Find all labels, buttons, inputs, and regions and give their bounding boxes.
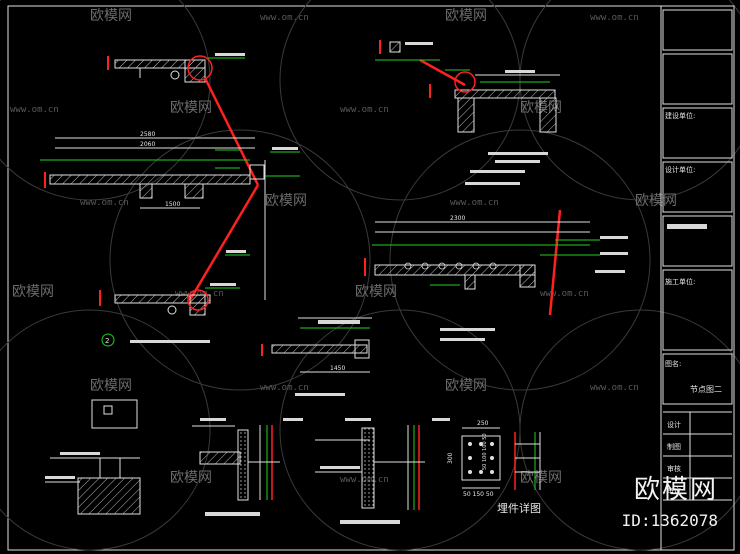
watermark-url: www.om.cn (340, 105, 389, 115)
detail-top-right (375, 40, 560, 185)
watermark-text: 欧模网 (445, 8, 487, 24)
watermark-text: 欧模网 (355, 284, 397, 300)
detail-lower-left: 2 (99, 283, 240, 347)
title-block (660, 5, 735, 551)
detail-embed-plate: 250 300 50 150 50 50 100 100 50 埋件详图 (447, 420, 541, 515)
watermark-url: www.om.cn (10, 105, 59, 115)
watermark-text: 欧模网 (90, 8, 132, 24)
dim-50-150-50: 50 150 50 (463, 491, 494, 498)
detail-top-left (107, 53, 245, 83)
detail-mid-left: 2580 2060 1500 (40, 131, 300, 300)
design-label: 设计 (667, 420, 681, 429)
watermark-text: 欧模网 (170, 470, 212, 486)
dim-250: 250 (477, 420, 489, 427)
watermark-url: www.om.cn (260, 383, 309, 393)
watermark-text: 欧模网 (90, 378, 132, 394)
design-unit-label: 设计单位: (665, 165, 695, 174)
dim-1500: 1500 (165, 201, 180, 208)
approval-label: 审定 (667, 486, 681, 495)
watermark-text: 欧模网 (445, 378, 487, 394)
drawing-name-label: 图名: (665, 359, 681, 368)
brand-id: ID:1362078 (621, 511, 718, 530)
detail-embed-title: 埋件详图 (497, 501, 541, 515)
dim-2580: 2580 (140, 131, 155, 138)
watermark-url: www.om.cn (260, 13, 309, 23)
dim-side: 50 100 100 50 (482, 433, 488, 470)
detail-bottom-center-two (315, 418, 450, 524)
watermark-url: www.om.cn (175, 289, 224, 299)
watermark-text: 欧模网 (265, 193, 307, 209)
drafting-label: 制图 (667, 442, 681, 451)
dim-2060: 2060 (140, 141, 155, 148)
watermark-text: 欧模网 (12, 284, 54, 300)
review-label: 审核 (667, 464, 681, 473)
watermark-text: 欧模网 (635, 193, 677, 209)
red-leaders (188, 58, 562, 316)
detail-bottom-center-one (192, 418, 303, 516)
builder-unit-label: 施工单位: (665, 277, 695, 286)
dim-1450: 1450 (330, 365, 345, 372)
detail-center: 1450 (261, 317, 372, 396)
watermark-url: www.om.cn (80, 198, 129, 208)
drawing-name: 节点图二 (690, 385, 722, 394)
dim-300: 300 (447, 452, 454, 464)
watermark-texts: 欧模网 欧模网 欧模网 欧模网 欧模网 欧模网 欧模网 欧模网 欧模网 欧模网 … (10, 8, 677, 486)
watermark-url: www.om.cn (590, 383, 639, 393)
dim-2300: 2300 (450, 215, 465, 222)
watermark-url: www.om.cn (540, 289, 589, 299)
construction-unit-label: 建设单位: (665, 111, 695, 120)
bubble-number: 2 (105, 337, 109, 345)
detail-bottom-left (45, 399, 141, 515)
watermark-url: www.om.cn (590, 13, 639, 23)
watermark-text: 欧模网 (520, 470, 562, 486)
detail-mid-right: 2300 (364, 215, 628, 341)
design-unit-stamp (667, 224, 707, 229)
brand-logo: 欧模网 (633, 475, 718, 505)
watermark-text: 欧模网 (170, 100, 212, 116)
watermark-url: www.om.cn (450, 198, 499, 208)
